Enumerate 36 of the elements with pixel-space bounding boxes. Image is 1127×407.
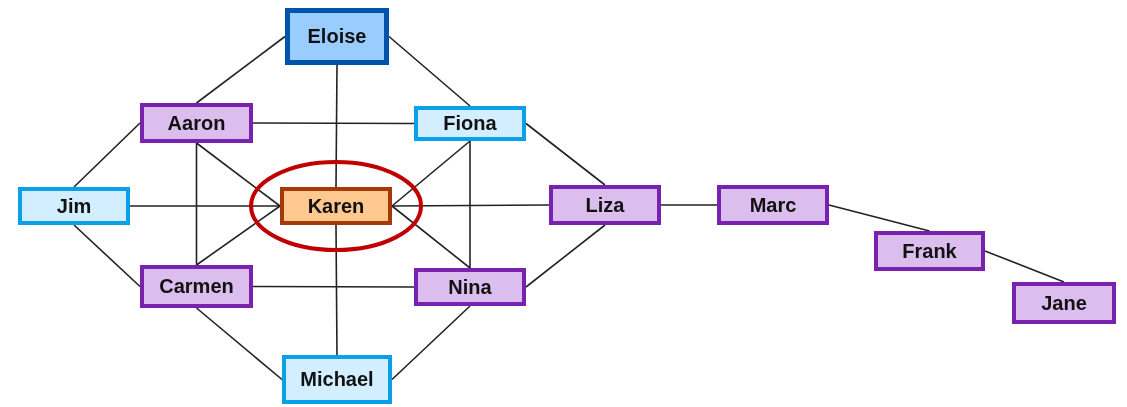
connector-line [525,224,606,288]
connector-line [195,35,286,104]
name-box: Aaron [140,103,253,143]
name-box: Marc [717,185,829,225]
name-box: Karen [280,187,392,225]
connector-line [73,122,141,188]
connector-line [525,122,606,186]
name-box: Carmen [140,265,253,308]
connector-line [195,142,281,207]
name-box: Eloise [285,8,389,65]
connector-line [391,204,550,207]
connector-line [195,142,198,266]
name-box: Michael [282,355,392,404]
connector-line [195,307,283,381]
name-box: Jim [18,187,130,225]
connector-line [73,224,141,288]
connector-line [391,205,471,269]
connector-line [252,285,415,288]
connector-line [335,64,338,188]
connector-line [469,140,471,269]
connector-line [984,250,1065,283]
name-box: Fiona [414,106,526,141]
name-box: Frank [874,231,985,271]
connector-line [828,204,931,232]
connector-line [391,140,471,207]
connector-line [335,224,338,356]
connector-line [252,122,415,125]
highlight-ellipse [249,160,423,252]
connector-line [129,205,281,207]
connector-line [391,305,471,381]
connector-line [388,35,471,107]
name-box: Jane [1012,282,1116,324]
name-box: Liza [549,185,661,225]
connector-line [195,205,281,266]
name-box: Nina [414,268,526,306]
connector-line [660,204,718,206]
